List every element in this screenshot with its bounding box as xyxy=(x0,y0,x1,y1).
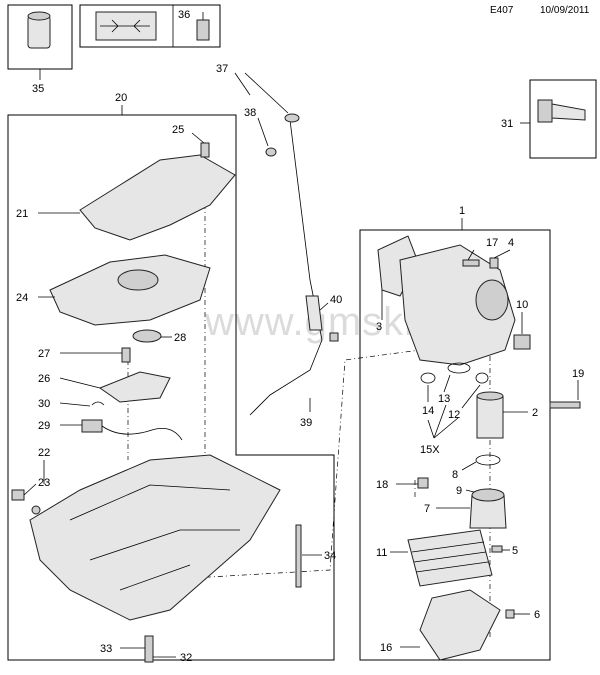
bolt-4 xyxy=(489,257,499,269)
o-ring-14 xyxy=(420,372,436,384)
o-ring-12 xyxy=(475,372,489,384)
callout-38: 38 xyxy=(244,107,256,119)
bolt-6 xyxy=(505,609,515,619)
callout-11: 11 xyxy=(376,547,387,559)
bolt-19 xyxy=(549,401,581,409)
drain-plug-22 xyxy=(11,489,25,501)
callout-26: 26 xyxy=(38,373,50,385)
callout-7: 7 xyxy=(424,503,430,515)
callout-27: 27 xyxy=(38,348,50,360)
oil-filter-housing xyxy=(399,244,516,366)
dipstick-tube-39 xyxy=(305,295,323,331)
o-ring-38 xyxy=(265,147,277,157)
callout-16: 16 xyxy=(380,642,392,654)
dipstick-37 xyxy=(249,119,323,416)
bolt-17 xyxy=(462,259,480,267)
callout-13: 13 xyxy=(438,393,450,405)
callout-21: 21 xyxy=(16,208,28,220)
callout-37: 37 xyxy=(216,63,228,75)
callout-40: 40 xyxy=(330,294,342,306)
group-frame-20 xyxy=(7,114,335,661)
diagram-code: E407 xyxy=(490,5,514,16)
callout-23: 23 xyxy=(38,477,50,489)
callout-3: 3 xyxy=(376,321,382,333)
clip-30 xyxy=(91,401,105,406)
callout-17: 17 xyxy=(486,237,498,249)
callout-6: 6 xyxy=(534,609,540,621)
callout-28: 28 xyxy=(174,332,186,344)
callout-24: 24 xyxy=(16,292,28,304)
bolt-5 xyxy=(491,545,503,553)
bolt-32 xyxy=(144,635,154,663)
callout-31: 31 xyxy=(501,118,513,130)
bracket-16 xyxy=(419,589,501,661)
callout-25: 25 xyxy=(172,124,184,136)
bolt-27 xyxy=(121,347,131,363)
callout-4: 4 xyxy=(508,237,514,249)
callout-20: 20 xyxy=(115,92,127,104)
callout-14: 14 xyxy=(422,405,434,417)
seal-ring-28 xyxy=(132,329,162,343)
callout-12: 12 xyxy=(448,409,460,421)
callout-36: 36 xyxy=(178,9,190,21)
box-31 xyxy=(520,79,597,159)
bolt-25 xyxy=(200,142,210,158)
bolt-40 xyxy=(329,332,339,342)
plug-18 xyxy=(417,477,429,489)
o-ring-8 xyxy=(475,454,501,466)
callout-15x: 15X xyxy=(420,444,440,456)
callout-8: 8 xyxy=(452,469,458,481)
baffle-plate-24 xyxy=(49,254,211,326)
callout-2: 2 xyxy=(532,407,538,419)
box-35 xyxy=(7,4,73,80)
callout-30: 30 xyxy=(38,398,50,410)
group-frame-1 xyxy=(359,229,551,661)
oil-pickup-26 xyxy=(98,371,171,403)
callout-18: 18 xyxy=(376,479,388,491)
box-tools-36 xyxy=(79,4,221,48)
callout-33: 33 xyxy=(100,643,112,655)
diagram-date: 10/09/2011 xyxy=(540,5,590,16)
callout-34: 34 xyxy=(324,550,336,562)
oil-pan xyxy=(29,454,281,621)
callout-1: 1 xyxy=(459,205,465,217)
callout-10: 10 xyxy=(516,299,528,311)
callout-39: 39 xyxy=(300,417,312,429)
callout-5: 5 xyxy=(512,545,518,557)
long-bolt-34 xyxy=(295,524,302,588)
tool-icon xyxy=(196,19,210,41)
o-ring-13 xyxy=(447,362,471,374)
callout-9: 9 xyxy=(456,485,462,497)
oil-pressure-switch-10 xyxy=(513,334,531,350)
oil-filter-element-2 xyxy=(476,395,504,439)
callout-32: 32 xyxy=(180,652,192,664)
oil-cooler-11 xyxy=(407,529,493,587)
callout-22: 22 xyxy=(38,447,50,459)
callout-19: 19 xyxy=(572,368,584,380)
oil-level-sensor-29 xyxy=(81,419,103,433)
callout-35: 35 xyxy=(32,83,44,95)
callout-29: 29 xyxy=(38,420,50,432)
engine-cover-21 xyxy=(79,154,236,241)
washer-23 xyxy=(31,505,41,515)
